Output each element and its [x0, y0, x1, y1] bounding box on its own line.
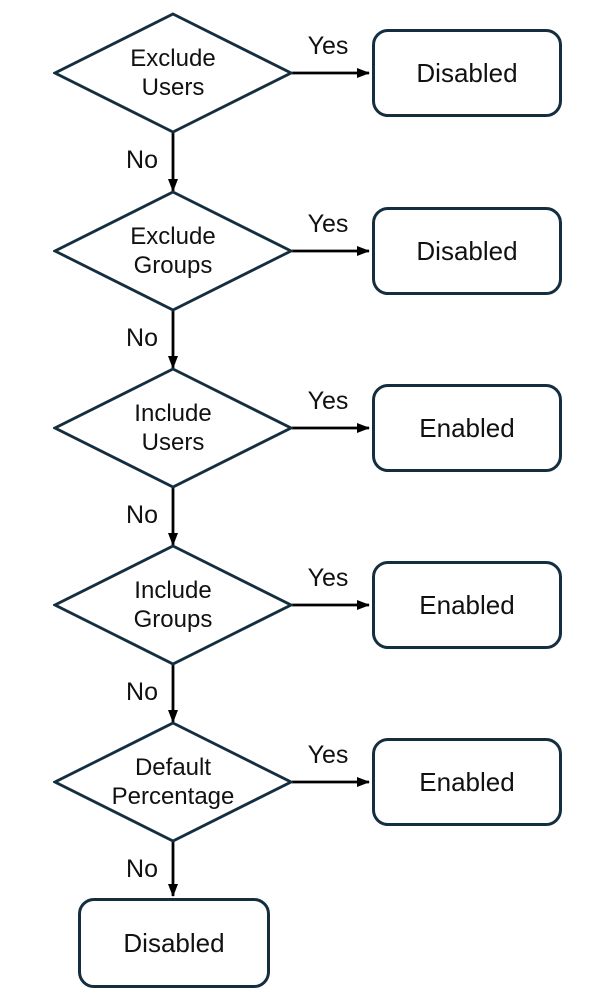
yes-edge-label-3: Yes — [307, 387, 349, 415]
no-edge-label-5: No — [126, 855, 158, 883]
diamond-shape — [53, 544, 293, 666]
decision-include-users: Include Users — [53, 367, 293, 489]
decision-exclude-users: Exclude Users — [53, 12, 293, 134]
no-edge-label-1: No — [126, 146, 158, 174]
decision-include-groups-label: Include Groups — [133, 577, 213, 633]
decision-include-groups: Include Groups — [53, 544, 293, 666]
yes-edge-label-4: Yes — [307, 564, 349, 592]
final-result-box-disabled: Disabled — [78, 898, 270, 988]
yes-edge-label-5: Yes — [307, 741, 349, 769]
no-edge-label-2: No — [126, 324, 158, 352]
diamond-shape — [53, 190, 293, 312]
diamond-shape — [53, 367, 293, 489]
diamond-shape — [53, 721, 293, 843]
yes-edge-label-2: Yes — [307, 210, 349, 238]
result-box-disabled-2: Disabled — [372, 207, 562, 295]
diamond-shape — [53, 12, 293, 134]
result-box-enabled-3: Enabled — [372, 738, 562, 826]
decision-default-percentage-label: Default Percentage — [111, 754, 235, 810]
decision-default-percentage: Default Percentage — [53, 721, 293, 843]
result-box-disabled-1: Disabled — [372, 29, 562, 117]
no-edge-label-4: No — [126, 678, 158, 706]
decision-include-users-label: Include Users — [134, 400, 212, 456]
result-box-enabled-2: Enabled — [372, 561, 562, 649]
yes-edge-label-1: Yes — [307, 32, 349, 60]
decision-exclude-groups: Exclude Groups — [53, 190, 293, 312]
result-box-enabled-1: Enabled — [372, 384, 562, 472]
no-edge-label-3: No — [126, 501, 158, 529]
decision-exclude-groups-label: Exclude Groups — [130, 223, 216, 279]
decision-exclude-users-label: Exclude Users — [130, 45, 216, 101]
